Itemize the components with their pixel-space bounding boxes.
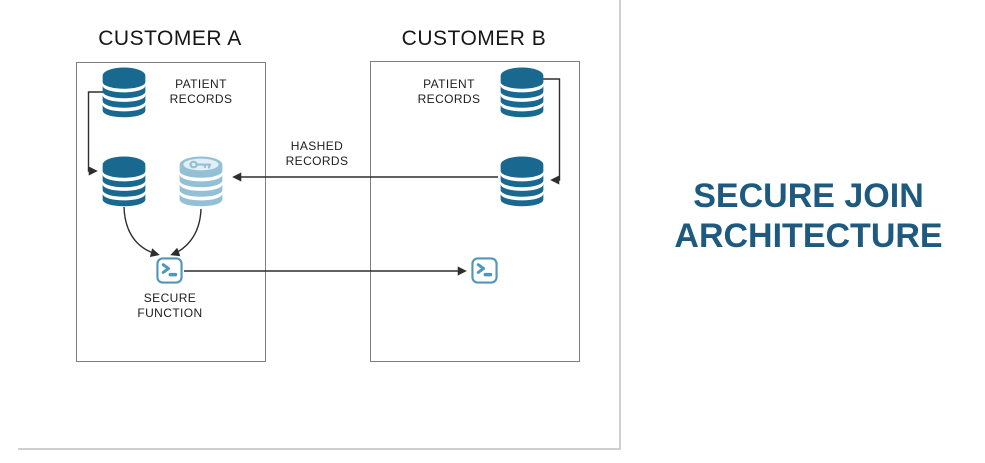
terminal-icon bbox=[471, 257, 498, 284]
database-icon bbox=[101, 66, 147, 118]
hashed-database-icon bbox=[178, 155, 224, 207]
customer-a-box bbox=[76, 62, 266, 362]
hashed-records-label: HASHED RECORDS bbox=[272, 139, 362, 169]
secure-function-label: SECURE FUNCTION bbox=[125, 291, 215, 321]
patient-records-label-b: PATIENT RECORDS bbox=[404, 77, 494, 107]
secure-function-line2: FUNCTION bbox=[137, 306, 203, 320]
patient-records-line1: PATIENT bbox=[423, 77, 475, 91]
hashed-records-line1: HASHED bbox=[290, 139, 344, 153]
customer-b-title: CUSTOMER B bbox=[401, 27, 547, 50]
diagram-frame bbox=[18, 0, 621, 450]
page-title-line1: SECURE JOIN bbox=[693, 177, 924, 215]
database-icon bbox=[101, 155, 147, 207]
page-title: SECURE JOIN ARCHITECTURE bbox=[632, 176, 985, 256]
database-icon bbox=[499, 155, 545, 207]
customer-b-box bbox=[370, 61, 580, 362]
page-title-line2: ARCHITECTURE bbox=[674, 217, 943, 255]
patient-records-line2: RECORDS bbox=[417, 92, 481, 106]
patient-records-line2: RECORDS bbox=[169, 92, 233, 106]
patient-records-label-a: PATIENT RECORDS bbox=[156, 77, 246, 107]
key-icon bbox=[189, 160, 212, 169]
terminal-icon bbox=[156, 257, 183, 284]
hashed-records-line2: RECORDS bbox=[285, 154, 349, 168]
secure-function-line1: SECURE bbox=[143, 291, 197, 305]
customer-a-title: CUSTOMER A bbox=[98, 27, 242, 50]
patient-records-line1: PATIENT bbox=[175, 77, 227, 91]
database-icon bbox=[499, 66, 545, 118]
